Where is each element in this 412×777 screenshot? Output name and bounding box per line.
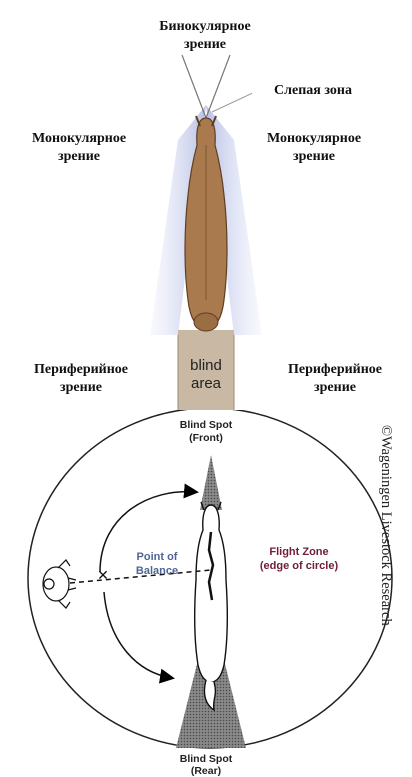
- blind-spot-rear-label-2: (Rear): [191, 765, 221, 777]
- binocular-line: [206, 55, 230, 118]
- blind-zone-label: Слепая зона: [252, 80, 374, 102]
- blind-area-label-2: area: [191, 375, 222, 392]
- blind-spot-front-label-2: (Front): [189, 432, 223, 444]
- blind-area-label-1: blind: [190, 357, 222, 374]
- blind-spot-rear-label-1: Blind Spot: [180, 753, 233, 765]
- blind-spot-front: [200, 455, 222, 510]
- handler-figure: [43, 560, 76, 608]
- flight-zone-diagram: ✕ Blind Spot (Front) Blind Spot (Rear) P…: [0, 410, 412, 777]
- horse-vision-diagram: blind area: [0, 0, 412, 410]
- flight-zone-label-1: Flight Zone: [269, 546, 328, 558]
- copyright-credit: ©Wageningen Livestock Research: [377, 425, 394, 626]
- balance-marker: ✕: [97, 568, 109, 584]
- binocular-line: [182, 55, 206, 118]
- point-of-balance-label-1: Point of: [137, 551, 178, 563]
- blind-spot-front-label-1: Blind Spot: [180, 419, 233, 431]
- flight-zone-label-2: (edge of circle): [260, 560, 339, 572]
- point-of-balance-label-2: Balance: [136, 565, 178, 577]
- move-backward-arrow: [104, 592, 172, 678]
- blind-zone-pointer: [212, 92, 255, 112]
